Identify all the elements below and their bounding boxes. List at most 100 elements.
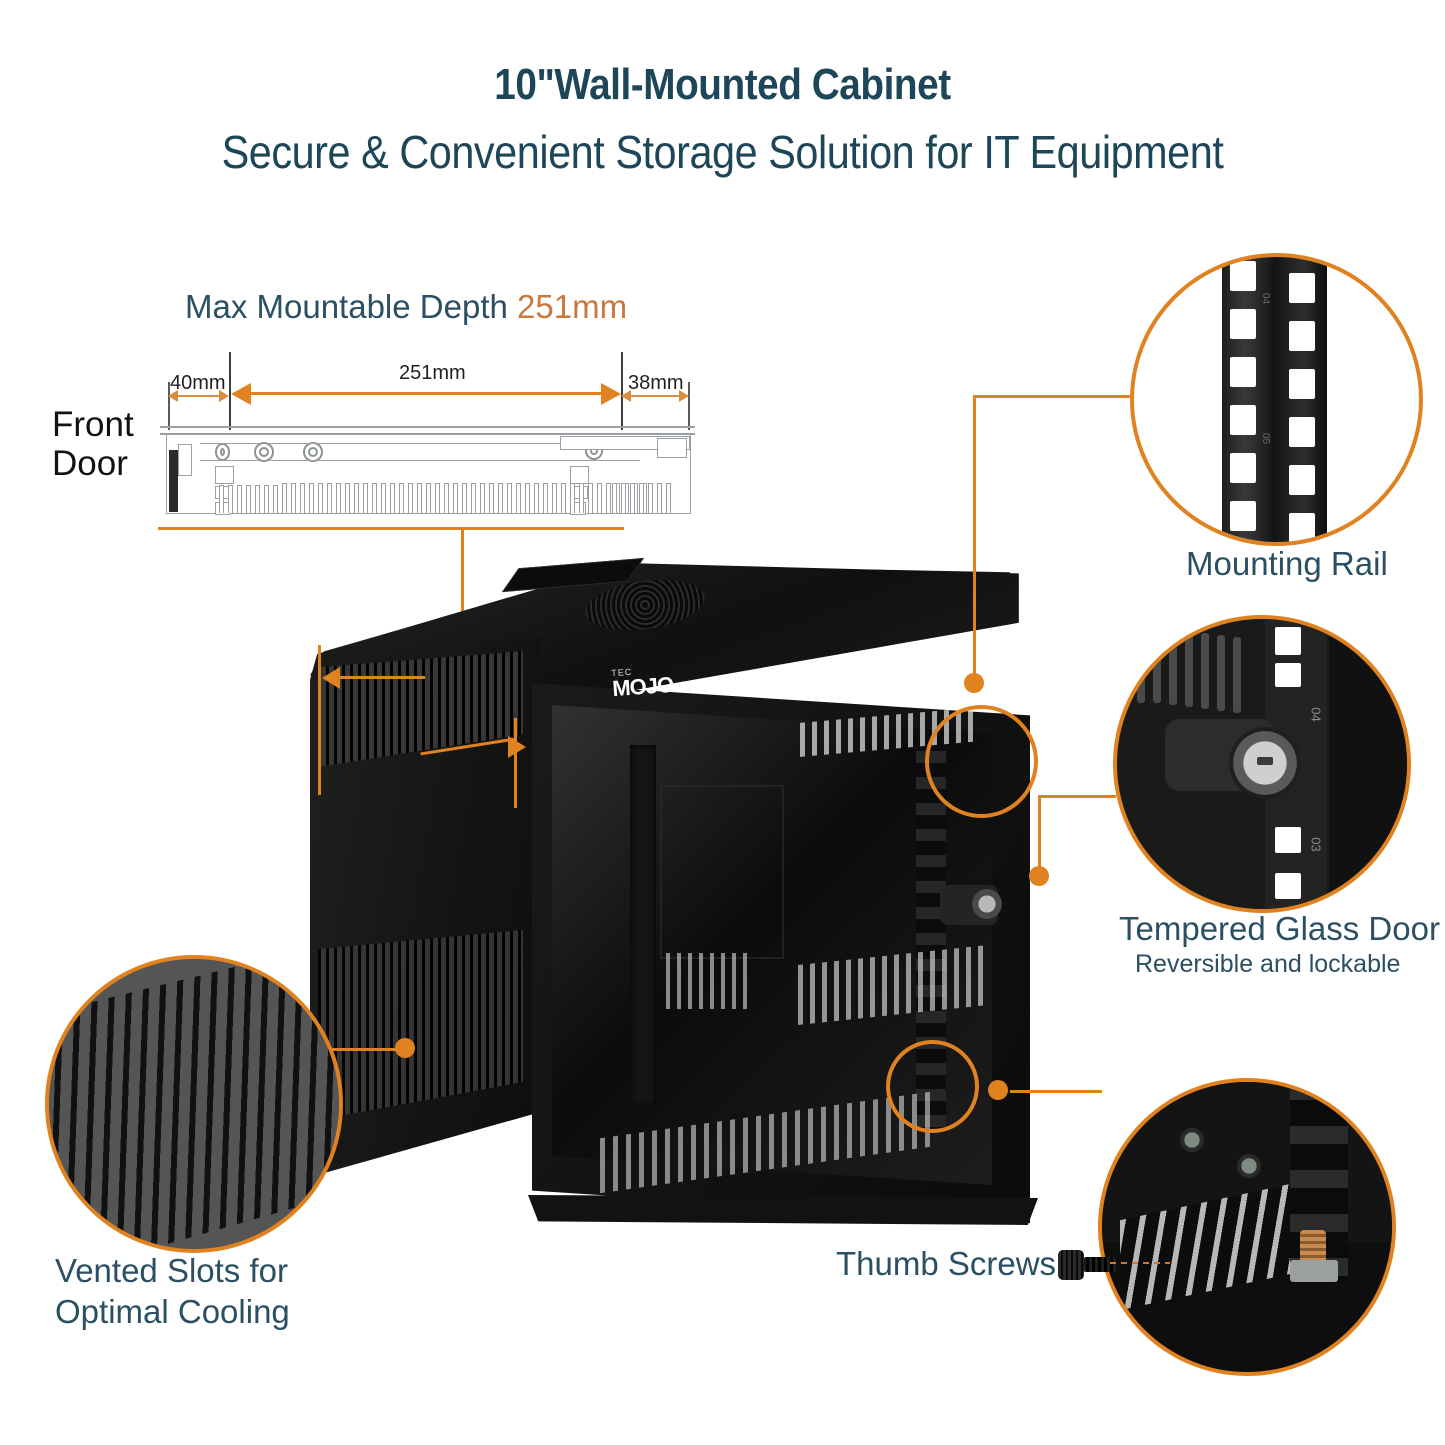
- lock-inset-rail-hole: [1275, 627, 1301, 655]
- interior-back-plate: [660, 785, 784, 959]
- tv-vent-slot: [597, 483, 602, 513]
- tv-vent-slot: [417, 483, 422, 513]
- lock-inset-vent-strip: [1169, 629, 1177, 705]
- max-depth-heading: Max Mountable Depth 251mm: [185, 288, 627, 326]
- product-image: TEC MOJO: [300, 555, 1090, 1245]
- lock-inset-rail-hole: [1275, 827, 1301, 853]
- connector-rail-v: [973, 395, 976, 682]
- rail-marking-upper: 04: [1260, 292, 1272, 305]
- connector-glassdoor-dot: [1029, 866, 1049, 886]
- caption-vented-slots: Vented Slots for Optimal Cooling: [55, 1250, 385, 1333]
- rail-hole: [1230, 453, 1256, 483]
- tv-vent-slot: [471, 483, 476, 513]
- tv-vent-slot: [534, 483, 539, 513]
- brand-logo-main: MOJO: [611, 671, 674, 702]
- rail-hole: [1230, 261, 1256, 291]
- connector-rail-h: [973, 395, 1130, 398]
- inset-thumb-screws: [1098, 1078, 1396, 1376]
- tv-vent-slot: [666, 483, 671, 513]
- lock-inset-vent-strip: [1201, 633, 1209, 709]
- tv-vent-slot: [606, 483, 611, 513]
- brand-logo: TEC MOJO: [611, 665, 674, 702]
- dim-front-label: 40mm: [170, 372, 226, 394]
- connector-depth-v: [461, 527, 464, 682]
- rail-hole: [1289, 513, 1315, 542]
- airflow-arrow-bracket-right: [514, 718, 517, 808]
- tv-vent-slot: [657, 483, 662, 513]
- lock-inset-rail-hole: [1275, 873, 1301, 899]
- lock-inset-vent-strip: [1217, 635, 1225, 711]
- tv-vent-slot: [255, 485, 260, 513]
- vented-slots-field: [49, 959, 339, 1249]
- tv-screw-ring-2: [303, 442, 323, 462]
- lock-inset-vent-strip: [1233, 637, 1241, 713]
- airflow-arrow-line-upper: [330, 676, 425, 679]
- tv-vent-slot: [543, 483, 548, 513]
- dim-ref-line-left-edge: [168, 382, 170, 430]
- tv-vent-slot: [237, 485, 242, 513]
- dim-ref-line-right-edge: [688, 382, 690, 430]
- dim-main-label: 251mm: [399, 362, 466, 384]
- rail-hole: [1230, 357, 1256, 387]
- tv-vent-slot: [345, 483, 350, 513]
- front-door-label-line1: Front: [52, 405, 134, 444]
- dim-ref-line-front: [229, 352, 231, 430]
- rail-hole: [1230, 501, 1256, 531]
- dim-front-arrow-right: [219, 390, 229, 402]
- tv-vent-slot: [291, 483, 296, 513]
- tv-screw-ring-1: [254, 442, 274, 462]
- connector-rail-dot: [964, 673, 984, 693]
- tv-rear-tab: [657, 438, 687, 458]
- tv-vent-slot-field-left: [219, 485, 278, 513]
- tv-vent-slot: [246, 485, 251, 513]
- thumbscrew-inset-screwhead: [1180, 1128, 1204, 1152]
- tv-module-box-right: [570, 466, 589, 484]
- rail-hole: [1230, 309, 1256, 339]
- connector-vented-dot: [395, 1038, 415, 1058]
- caption-vented-slots-line2: Optimal Cooling: [55, 1293, 290, 1331]
- thumbscrew-inset-brass-screw: [1300, 1230, 1326, 1264]
- lock-inset-vent-strip: [1153, 627, 1161, 703]
- tv-vent-slot: [399, 483, 404, 513]
- rail-marking-lower: 05: [1260, 432, 1272, 445]
- tv-vent-slot: [273, 485, 278, 513]
- lock-keyhole-slot: [1257, 757, 1273, 765]
- rail-hole: [1289, 417, 1315, 447]
- rail-hole: [1289, 321, 1315, 351]
- tv-vent-slot: [561, 483, 566, 513]
- tv-top-edge: [160, 426, 695, 428]
- caption-tempered-glass-door-sub: Reversible and lockable: [1135, 950, 1401, 978]
- tv-vent-slot: [219, 485, 224, 513]
- tv-vent-slot: [282, 483, 287, 513]
- tv-vent-slot: [453, 483, 458, 513]
- caption-mounting-rail: Mounting Rail: [1186, 545, 1388, 582]
- dim-rear-arrow-line: [627, 395, 685, 397]
- tv-vent-slot: [648, 483, 653, 513]
- tv-vent-slot-field-right: [612, 483, 671, 513]
- tv-vent-slot: [507, 483, 512, 513]
- dim-rear-arrow-right: [679, 390, 689, 402]
- tv-vent-slot: [525, 483, 530, 513]
- inset-tempered-glass-door: 04 03: [1113, 615, 1411, 913]
- dim-rear-arrow-left: [621, 390, 631, 402]
- rail-hole: [1230, 405, 1256, 435]
- lock-inset-dark-right: [1329, 619, 1407, 909]
- tv-vent-slot: [552, 483, 557, 513]
- tv-module-box-left: [215, 466, 234, 484]
- tv-vent-slot: [264, 485, 269, 513]
- page-title: 10"Wall-Mounted Cabinet: [494, 60, 951, 109]
- caption-tempered-glass-door: Tempered Glass Door: [1119, 910, 1440, 947]
- tv-vent-slot: [588, 483, 593, 513]
- dim-main-arrow-line: [246, 392, 606, 395]
- dim-front-arrow-left: [168, 390, 178, 402]
- tv-vent-slot: [489, 483, 494, 513]
- tv-vent-slot: [516, 483, 521, 513]
- interior-vent-group: [666, 953, 750, 1009]
- tv-vent-slot: [318, 483, 323, 513]
- connector-thumbscrew-dashed: [1110, 1262, 1170, 1264]
- front-door-label: Front Door: [52, 405, 134, 483]
- tv-vent-slot: [408, 483, 413, 513]
- inset-mounting-rail: 04 05: [1130, 253, 1423, 546]
- tv-vent-slot: [372, 483, 377, 513]
